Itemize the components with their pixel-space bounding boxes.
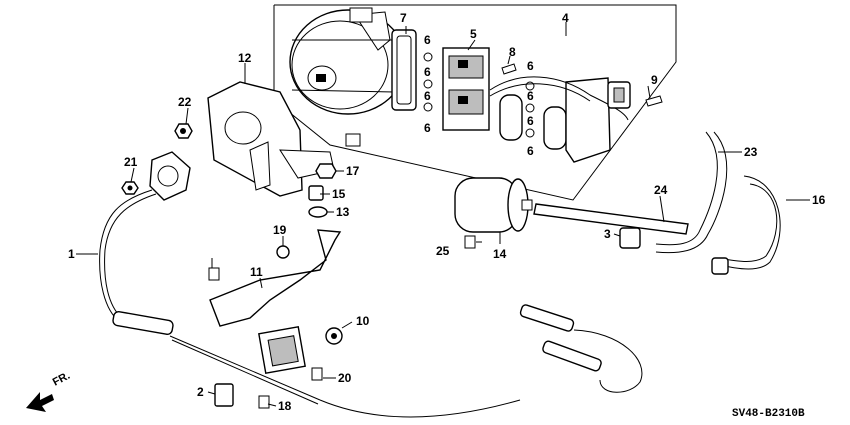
callout-6c: 6 [424, 89, 431, 103]
callout-23: 23 [744, 145, 758, 159]
callout-19: 19 [273, 223, 287, 237]
callout-7: 7 [400, 11, 407, 25]
callout-6b: 6 [424, 65, 431, 79]
leader-lines [76, 22, 810, 407]
vacuum-hoses[interactable] [533, 131, 781, 275]
callout-labels: 1 2 3 4 5 6 6 6 6 6 6 6 6 7 8 9 10 11 12… [68, 11, 826, 413]
callout-6d: 6 [424, 121, 431, 135]
mount-bracket[interactable] [207, 81, 335, 197]
callout-16: 16 [812, 193, 826, 207]
callout-2: 2 [197, 385, 204, 399]
callout-6g: 6 [527, 114, 534, 128]
callout-9: 9 [651, 73, 658, 87]
callout-11: 11 [250, 265, 263, 279]
callout-13: 13 [336, 205, 350, 219]
callout-15: 15 [332, 187, 346, 201]
callout-6a: 6 [424, 33, 431, 47]
callout-1: 1 [68, 247, 75, 261]
callout-5: 5 [470, 27, 477, 41]
front-direction-arrow: FR. [26, 370, 72, 412]
fr-label: FR. [51, 370, 72, 389]
callout-6e: 6 [527, 59, 534, 73]
throttle-cable[interactable] [99, 151, 521, 418]
callout-12: 12 [238, 51, 252, 65]
callout-24: 24 [654, 183, 668, 197]
nuts[interactable] [121, 123, 193, 195]
callout-6f: 6 [527, 89, 534, 103]
callout-17: 17 [346, 164, 360, 178]
control-cable[interactable] [519, 304, 643, 393]
callout-22: 22 [178, 95, 192, 109]
callout-14: 14 [493, 247, 507, 261]
callout-25: 25 [436, 244, 450, 258]
fasteners[interactable] [208, 235, 476, 409]
collar-washer-nut[interactable] [308, 163, 337, 218]
diagram-code: SV48-B2310B [732, 408, 805, 420]
cable-bracket[interactable] [209, 229, 342, 374]
bolts[interactable] [501, 63, 663, 107]
cable-clip[interactable] [214, 383, 234, 407]
callout-4: 4 [562, 11, 569, 25]
vacuum-tank[interactable] [454, 177, 533, 233]
callout-10: 10 [356, 314, 370, 328]
solenoid-valve[interactable] [442, 47, 490, 131]
callout-18: 18 [278, 399, 292, 413]
callout-21: 21 [124, 155, 138, 169]
bracket-harness[interactable] [489, 76, 631, 163]
callout-6h: 6 [527, 144, 534, 158]
gasket-part[interactable] [391, 29, 417, 111]
callout-8: 8 [509, 45, 516, 59]
callout-3: 3 [604, 227, 611, 241]
callout-20: 20 [338, 371, 352, 385]
actuator-drum[interactable] [289, 7, 407, 147]
